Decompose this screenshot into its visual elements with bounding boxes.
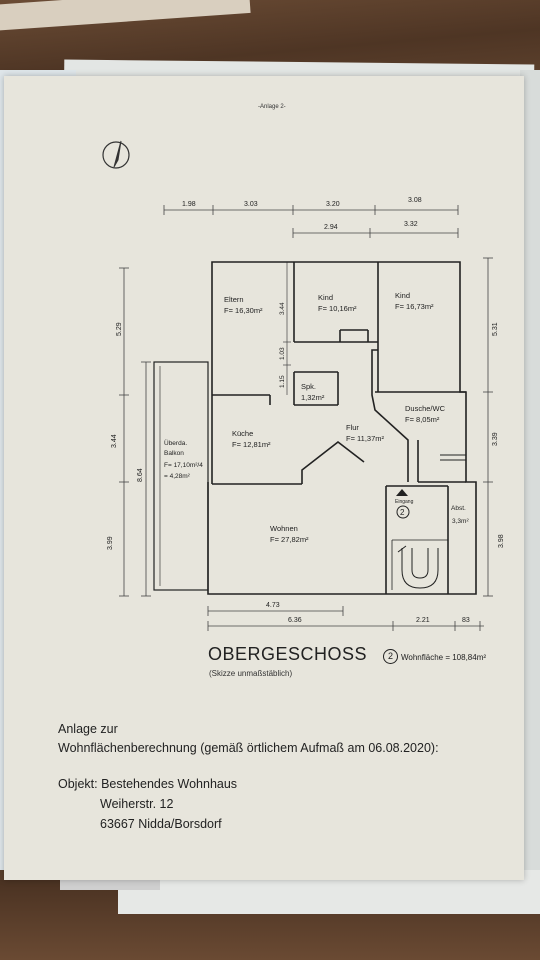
room-wohnen-name: Wohnen xyxy=(270,524,298,533)
dim-bottom-1: 4.73 xyxy=(266,602,280,609)
dim-top-1: 1.98 xyxy=(182,201,196,208)
dim-top-4: 3.08 xyxy=(408,197,422,204)
dimension-lines-inner xyxy=(283,262,291,395)
room-kueche-name: Küche xyxy=(232,429,253,438)
room-kind2-area: F= 16,73m² xyxy=(395,302,434,311)
dim-inner-1: 3.44 xyxy=(279,302,286,315)
room-abst-area: 3,3m² xyxy=(452,518,469,525)
dimension-lines-right xyxy=(483,257,493,597)
dim-inner-3: 1.15 xyxy=(279,375,286,388)
sketch-note: (Skizze unmaßstäblich) xyxy=(209,669,293,678)
room-eltern-name: Eltern xyxy=(224,295,244,304)
footer-line-4: Weiherstr. 12 xyxy=(100,797,174,811)
dim-bottom-3: 2.21 xyxy=(416,617,430,624)
balkon-line3: F= 17,10m²/4 xyxy=(164,462,203,469)
dim-right-2: 3.39 xyxy=(492,432,499,446)
dim-bottom-2: 6.36 xyxy=(288,617,302,624)
dimension-lines-top xyxy=(163,205,459,238)
entrance-number-circle xyxy=(396,505,410,519)
room-abst-name: Abst. xyxy=(451,505,466,512)
page-title: OBERGESCHOSS xyxy=(208,644,368,664)
anlage-label: -Anlage 2- xyxy=(258,104,286,110)
room-dusche-area: F= 8,05m² xyxy=(405,415,440,424)
dim-right-3: 3.98 xyxy=(498,534,505,548)
room-kind1-area: F= 10,16m² xyxy=(318,304,357,313)
room-spk-area: 1,32m² xyxy=(301,393,325,402)
footer-line-3: Objekt: Bestehendes Wohnhaus xyxy=(58,777,238,791)
footer-line-5: 63667 Nidda/Borsdorf xyxy=(100,817,222,831)
balkon-line2: Balkon xyxy=(164,450,184,457)
dim-left-1: 5.29 xyxy=(116,322,123,336)
room-eltern-area: F= 16,30m² xyxy=(224,306,263,315)
dim-top-2: 3.03 xyxy=(244,201,258,208)
living-area-total: Wohnfläche = 108,84m² xyxy=(401,653,487,662)
dim-inner-2: 1.03 xyxy=(279,347,286,360)
room-kind1-name: Kind xyxy=(318,293,333,302)
dim-left-3: 3.99 xyxy=(107,536,114,550)
staircase xyxy=(397,545,439,589)
room-kind2-name: Kind xyxy=(395,291,410,300)
footer-line-1: Anlage zur xyxy=(58,722,118,736)
north-arrow-icon xyxy=(102,140,130,169)
room-flur-area: F= 11,37m² xyxy=(346,434,385,443)
dim-bottom-4: 83 xyxy=(462,617,470,624)
balkon-line4: = 4,28m² xyxy=(164,473,191,480)
room-eingang-name: Eingang xyxy=(395,499,414,505)
room-eingang-number: 2 xyxy=(400,508,405,517)
balkon-line1: Überda. xyxy=(164,439,187,447)
room-flur-name: Flur xyxy=(346,423,359,432)
dim-top-3: 3.20 xyxy=(326,201,340,208)
dim-right-1: 5.31 xyxy=(492,322,499,336)
dim-top-5: 2.94 xyxy=(324,224,338,231)
room-wohnen-area: F= 27,82m² xyxy=(270,535,309,544)
dim-left-2: 3.44 xyxy=(111,434,118,448)
dimension-lines-left xyxy=(119,267,151,597)
dim-top-6: 3.32 xyxy=(404,221,418,228)
background-sheet-under-2 xyxy=(60,878,160,890)
entrance-number-badge: 2 xyxy=(383,649,398,664)
dim-left-inner: 8.64 xyxy=(137,468,144,482)
room-spk-name: Spk. xyxy=(301,382,316,391)
background-sheet-right xyxy=(520,70,540,890)
room-kueche-area: F= 12,81m² xyxy=(232,440,271,449)
footer-line-2: Wohnflächenberechnung (gemäß örtlichem A… xyxy=(58,741,439,755)
floor-plan-walls xyxy=(153,261,477,595)
entrance-arrow-icon xyxy=(396,489,408,496)
room-dusche-name: Dusche/WC xyxy=(405,404,446,413)
dimension-lines-bottom xyxy=(207,606,484,631)
